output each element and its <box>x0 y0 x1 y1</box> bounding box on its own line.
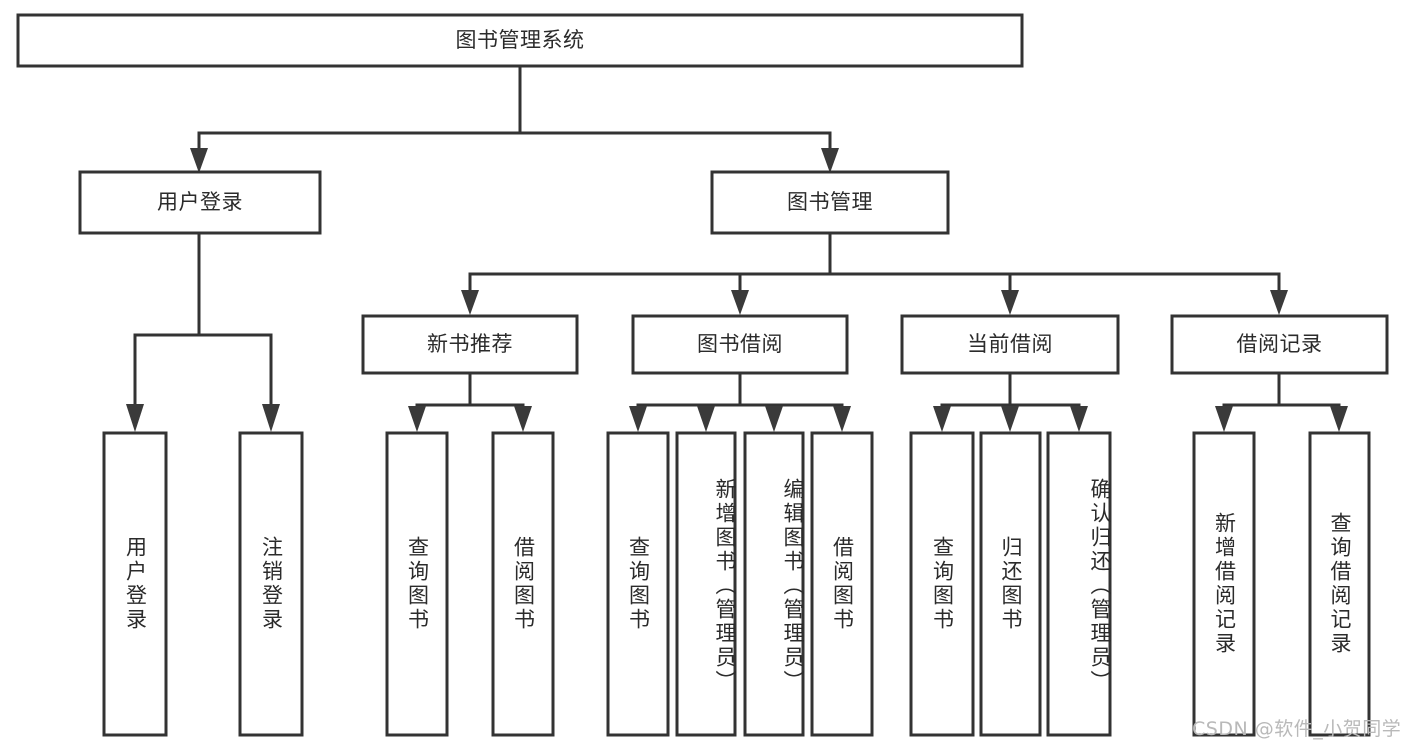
node-box-leaf-query-books-1[interactable] <box>385 431 449 737</box>
node-box-leaf-query-record[interactable] <box>1308 431 1371 737</box>
arrowhead-borrow-record <box>1270 290 1288 315</box>
node-box-leaf-edit-book[interactable] <box>743 431 805 737</box>
arrowhead-leaf-user-login <box>126 404 144 432</box>
arrowhead-leaf-edit-book <box>765 406 783 432</box>
connector-group-book-borrow <box>629 371 851 432</box>
connector-group-borrow-record <box>1215 371 1348 432</box>
node-box-leaf-confirm-return[interactable] <box>1046 431 1112 737</box>
node-box-borrow-record[interactable] <box>1170 314 1389 375</box>
connector-group-root <box>190 64 839 173</box>
node-box-user-login[interactable] <box>78 170 322 235</box>
node-box-book-borrow[interactable] <box>631 314 849 375</box>
node-box-leaf-query-books-3[interactable] <box>909 431 975 737</box>
arrowhead-user-login <box>190 148 208 173</box>
arrowhead-leaf-query-books-2 <box>629 406 647 432</box>
arrowhead-leaf-borrow-books-1 <box>514 406 532 432</box>
arrowhead-leaf-query-record <box>1330 406 1348 432</box>
connector-group-book-management <box>461 231 1288 315</box>
arrowhead-book-management <box>821 148 839 173</box>
arrowhead-book-borrow <box>731 290 749 315</box>
node-box-leaf-return-book[interactable] <box>979 431 1042 737</box>
connector-group-current-borrow <box>933 371 1088 432</box>
arrowhead-leaf-return-book <box>1001 406 1019 432</box>
csdn-watermark: CSDN @软件_小贺同学 <box>1192 718 1402 740</box>
arrowhead-leaf-query-books-1 <box>408 406 426 432</box>
node-box-book-management[interactable] <box>710 170 950 235</box>
node-box-root[interactable] <box>16 13 1024 68</box>
arrowhead-new-book-recommend <box>461 290 479 315</box>
node-box-leaf-borrow-books-2[interactable] <box>810 431 874 737</box>
node-box-leaf-add-book[interactable] <box>675 431 737 737</box>
node-box-leaf-logout-login[interactable] <box>238 431 304 737</box>
node-box-leaf-query-books-2[interactable] <box>606 431 670 737</box>
node-box-leaf-add-record[interactable] <box>1192 431 1256 737</box>
arrowhead-leaf-add-book <box>697 406 715 432</box>
arrowhead-leaf-query-books-3 <box>933 406 951 432</box>
arrowhead-current-borrow <box>1001 290 1019 315</box>
arrowhead-leaf-borrow-books-2 <box>833 406 851 432</box>
arrowhead-leaf-confirm-return <box>1070 406 1088 432</box>
node-box-leaf-user-login[interactable] <box>102 431 168 737</box>
arrowhead-leaf-logout-login <box>262 404 280 432</box>
connector-group-new-book-recommend <box>408 371 532 432</box>
node-box-current-borrow[interactable] <box>900 314 1120 375</box>
node-box-new-book-recommend[interactable] <box>361 314 579 375</box>
node-box-leaf-borrow-books-1[interactable] <box>491 431 555 737</box>
connector-group-user-login <box>126 231 280 432</box>
arrowhead-leaf-add-record <box>1215 406 1233 432</box>
